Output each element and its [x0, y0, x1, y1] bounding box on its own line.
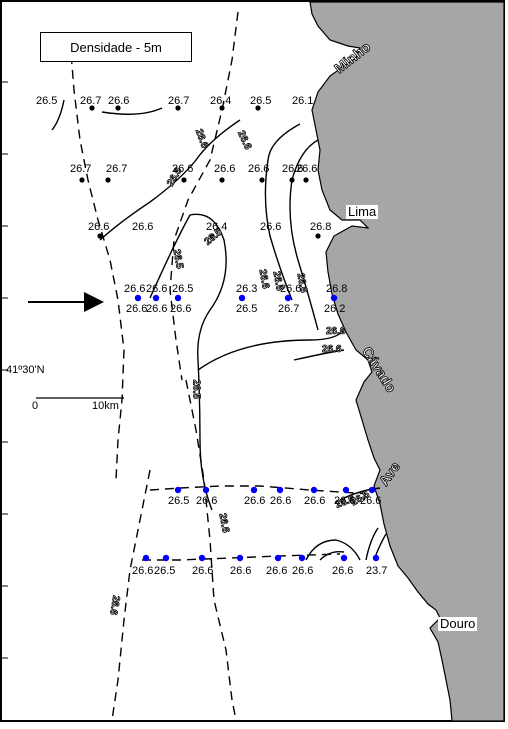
station-dot: [303, 177, 309, 183]
station-value: 26.8: [310, 221, 332, 233]
station-value: 26.7: [80, 95, 102, 107]
station-value: 26.6: [260, 221, 282, 233]
station-value: 26.6: [196, 495, 218, 507]
station-dot: [105, 177, 111, 183]
arrow-icon: [28, 292, 104, 312]
map-title: Densidade - 5m: [40, 32, 192, 62]
scale-zero-label: 0: [32, 400, 39, 412]
station-value: 26.6: [214, 163, 236, 175]
contour-label: 26.6: [326, 326, 346, 338]
station-dot: [134, 294, 142, 302]
station-value: 26.6: [126, 303, 148, 315]
station-value: 26.7: [70, 163, 92, 175]
station-value: 26.5: [250, 95, 272, 107]
place-lima: Lima: [346, 204, 379, 220]
station-dot: [238, 294, 246, 302]
station-value: 26.6: [146, 283, 168, 295]
station-value: 26.6: [170, 303, 192, 315]
station-dot: [342, 486, 350, 494]
station-dot: [219, 105, 225, 111]
station-value: 26.6: [292, 565, 314, 577]
station-dot: [198, 554, 206, 562]
station-dot: [174, 294, 182, 302]
left-ticks: [1, 81, 8, 659]
station-value: 26.6: [248, 163, 270, 175]
station-value: 26.6: [360, 495, 382, 507]
station-dot: [97, 233, 103, 239]
station-value: 26.6: [88, 221, 110, 233]
station-dot: [152, 294, 160, 302]
station-dot: [79, 177, 85, 183]
station-dot: [298, 554, 306, 562]
station-value: 26.1: [292, 95, 314, 107]
station-dot: [274, 554, 282, 562]
station-value: 26.6: [230, 565, 252, 577]
station-value: 26.7: [106, 163, 128, 175]
station-value: 26.8: [326, 283, 348, 295]
station-dot: [315, 233, 321, 239]
station-dot: [259, 177, 265, 183]
station-value: 26.6: [266, 565, 288, 577]
station-dot: [142, 554, 150, 562]
station-dot: [202, 486, 210, 494]
station-value: 26.4: [210, 95, 232, 107]
station-dot: [372, 554, 380, 562]
station-value: 26.6: [192, 565, 214, 577]
station-value: 26.7: [168, 95, 190, 107]
station-dot: [284, 294, 292, 302]
station-value: 26.5: [36, 95, 58, 107]
station-dot: [255, 105, 261, 111]
station-dot: [276, 486, 284, 494]
contour-label: 26.6: [322, 344, 342, 356]
station-value: 26.5: [172, 283, 194, 295]
scale-distance-label: 10km: [92, 400, 119, 412]
station-dot: [368, 486, 376, 494]
latitude-label: 41º30'N: [6, 364, 45, 376]
station-dot: [289, 177, 295, 183]
station-dot: [330, 294, 338, 302]
station-value: 26.6: [280, 283, 302, 295]
station-dot: [310, 486, 318, 494]
station-dots: [79, 105, 380, 562]
station-value: 26.6: [124, 283, 146, 295]
station-dot: [162, 554, 170, 562]
station-value: 26.6: [172, 163, 194, 175]
station-value: 26.7: [278, 303, 300, 315]
station-value: 26.6: [146, 303, 168, 315]
dashed-isolines: [69, 11, 371, 721]
station-value: 23.7: [366, 565, 388, 577]
station-value: 26.6: [244, 495, 266, 507]
station-value: 26.6: [304, 495, 326, 507]
place-douro: Douro: [438, 616, 478, 632]
map-title-text: Densidade - 5m: [70, 39, 162, 55]
station-value: 26.6: [132, 565, 154, 577]
station-dot: [250, 486, 258, 494]
station-dot: [175, 105, 181, 111]
station-value: 26.6: [334, 495, 356, 507]
station-value: 26.6: [332, 565, 354, 577]
station-value: 26.6: [270, 495, 292, 507]
station-dot: [340, 554, 348, 562]
station-dot: [89, 105, 95, 111]
station-dot: [209, 233, 215, 239]
station-value: 26.4: [206, 221, 228, 233]
station-value: 26.6: [132, 221, 154, 233]
station-value: 26.6: [296, 163, 318, 175]
solid-isolines: [51, 99, 387, 561]
station-value: 26.5: [168, 495, 190, 507]
station-value: 26.3: [236, 283, 258, 295]
station-value: 26.5: [236, 303, 258, 315]
station-dot: [236, 554, 244, 562]
station-dot: [174, 486, 182, 494]
station-value: 26.6: [108, 95, 130, 107]
station-dot: [219, 177, 225, 183]
station-dot: [181, 177, 187, 183]
station-dot: [115, 105, 121, 111]
station-value: 26.2: [324, 303, 346, 315]
station-value: 26.5: [154, 565, 176, 577]
station-value: 26.6: [282, 163, 304, 175]
contour-label: 26.5: [190, 379, 202, 399]
